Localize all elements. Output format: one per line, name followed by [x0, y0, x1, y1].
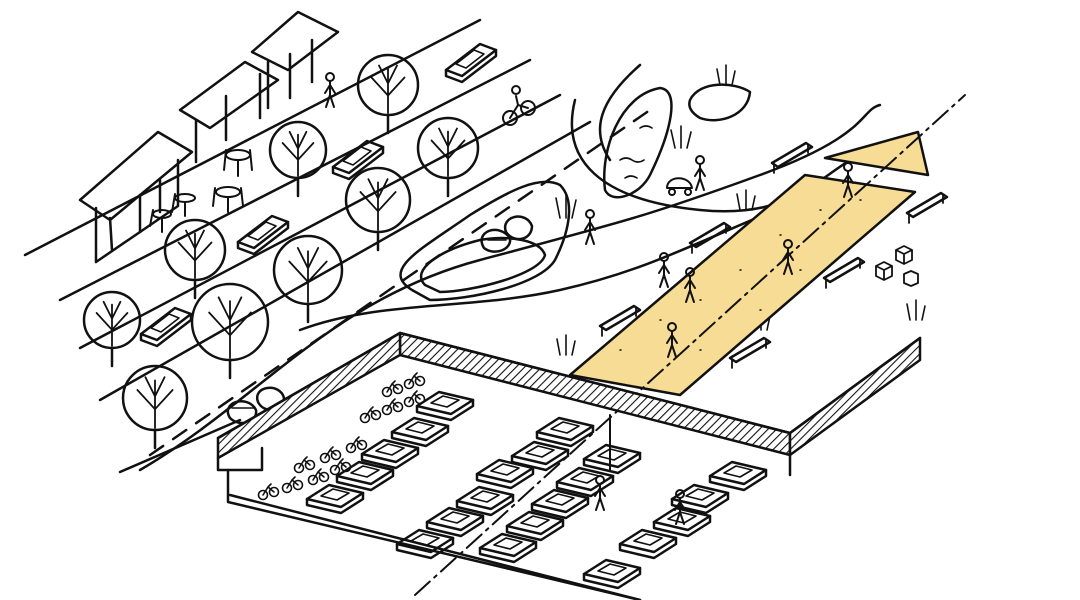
- street-tree: [268, 120, 328, 198]
- bicycle: [403, 390, 426, 408]
- street-trees: [82, 53, 480, 450]
- street-tree: [356, 53, 420, 135]
- bench: [905, 191, 949, 224]
- bicycle: [381, 398, 404, 416]
- promenade-texture: [619, 199, 862, 351]
- person: [658, 252, 670, 288]
- person: [594, 475, 606, 511]
- parked-car: [530, 488, 590, 520]
- boulder: [226, 400, 258, 425]
- pond: [603, 83, 752, 199]
- bicycle: [281, 476, 304, 494]
- bicycle: [359, 406, 382, 424]
- parked-car: [475, 458, 535, 490]
- person: [666, 322, 678, 358]
- crates: [875, 245, 919, 287]
- cafe-table: [212, 186, 244, 213]
- boulder: [503, 215, 534, 241]
- parked-car: [505, 510, 565, 542]
- person: [782, 239, 794, 275]
- street-car: [139, 306, 193, 348]
- arrow-icon: [823, 130, 930, 177]
- bicycle: [307, 468, 330, 486]
- cafe-table: [223, 149, 253, 177]
- parked-car: [618, 528, 678, 560]
- bench: [688, 221, 732, 254]
- person: [584, 209, 596, 245]
- street-tree: [121, 364, 189, 450]
- parking-structure: [216, 331, 922, 600]
- street-tree: [82, 290, 142, 368]
- bicycle: [329, 458, 352, 476]
- stroller: [666, 177, 693, 196]
- street-tree: [163, 218, 227, 300]
- street-car: [444, 42, 498, 84]
- bench: [770, 141, 814, 174]
- benches: [598, 141, 949, 369]
- parked-car: [390, 416, 450, 448]
- parked-car: [535, 416, 595, 448]
- bicycle: [381, 380, 404, 398]
- building: [250, 10, 340, 110]
- cafe-seating: [149, 149, 253, 233]
- building-row: [78, 10, 340, 264]
- street-tree: [416, 116, 480, 198]
- promenade-deck: [568, 173, 917, 397]
- street-car: [236, 214, 290, 256]
- parked-car: [305, 483, 365, 515]
- axis-line: [414, 94, 966, 596]
- bicycle: [319, 446, 342, 464]
- cafe-table: [149, 209, 172, 233]
- grass-tufts: [555, 64, 926, 356]
- parked-car: [652, 506, 712, 538]
- parked-car: [415, 390, 475, 422]
- boulders: [226, 215, 534, 425]
- bicycle: [403, 372, 426, 390]
- parked-car: [708, 460, 768, 492]
- parked-car: [510, 440, 570, 472]
- street-tree: [272, 234, 344, 324]
- parked-car: [360, 438, 420, 470]
- street-tree: [344, 166, 412, 252]
- parked-car: [395, 528, 455, 560]
- person: [324, 72, 336, 108]
- people: [324, 72, 854, 525]
- road-centerline: [148, 108, 652, 457]
- bicycle: [345, 436, 368, 454]
- bicycles: [257, 372, 426, 501]
- street-cars: [139, 42, 498, 348]
- parked-car: [335, 460, 395, 492]
- bench: [598, 304, 642, 337]
- street-car: [331, 139, 385, 181]
- planted-island-inner: [419, 236, 547, 294]
- parked-car: [670, 483, 730, 515]
- parked-car: [582, 558, 642, 590]
- bench: [728, 336, 772, 369]
- building: [178, 60, 280, 164]
- parked-car: [478, 532, 538, 564]
- person: [684, 267, 696, 303]
- bicycle: [257, 483, 280, 501]
- street-tree: [190, 282, 270, 380]
- parked-car: [582, 443, 642, 475]
- boulder: [255, 386, 286, 411]
- building: [78, 130, 194, 264]
- planted-island: [399, 180, 571, 302]
- boulder: [480, 228, 512, 253]
- parked-car: [455, 485, 515, 517]
- cafe-table: [171, 193, 196, 217]
- person: [674, 489, 686, 525]
- parking-roof-edge: [788, 336, 922, 457]
- person: [694, 155, 706, 191]
- cyclist: [502, 85, 536, 126]
- person: [842, 162, 854, 198]
- bench: [822, 256, 866, 289]
- parked-cars: [305, 390, 768, 590]
- bicycle: [293, 456, 316, 474]
- parked-car: [425, 506, 485, 538]
